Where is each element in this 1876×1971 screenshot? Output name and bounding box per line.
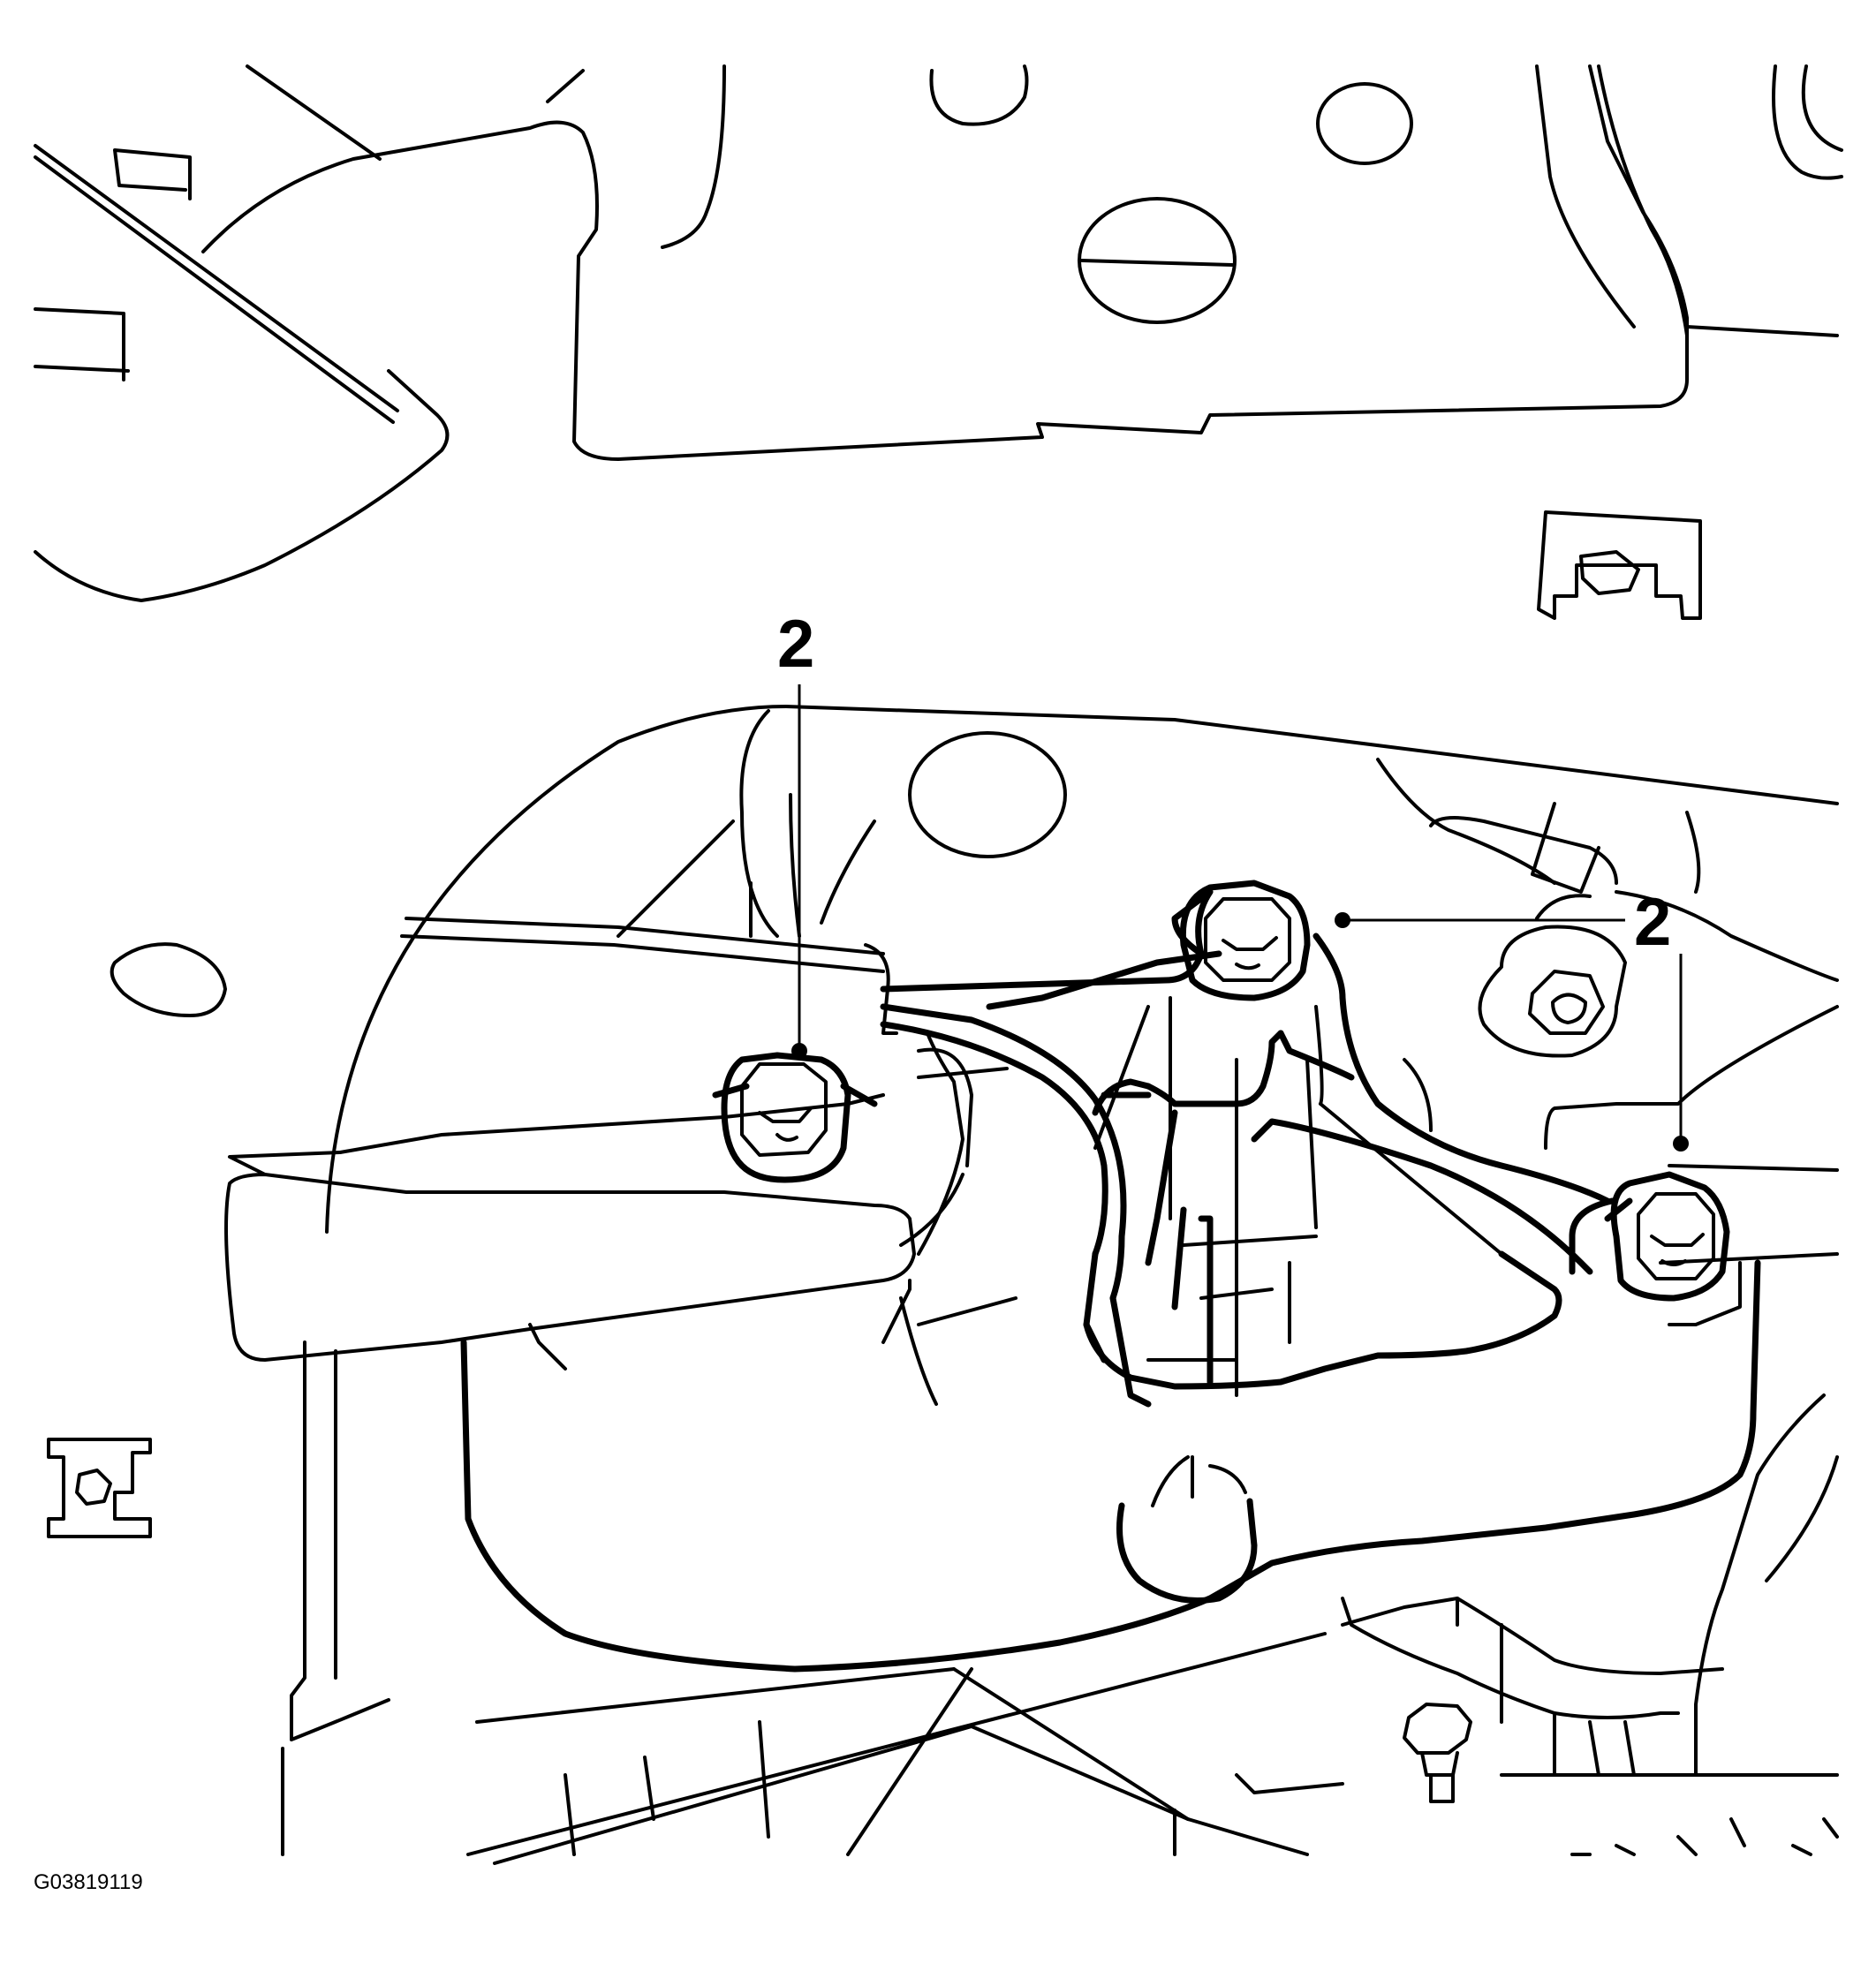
bolt-right bbox=[1604, 1171, 1730, 1302]
transmission-housing bbox=[325, 705, 1839, 1777]
figure-id: G03819119 bbox=[34, 1870, 143, 1894]
bolt-middle bbox=[1179, 880, 1311, 1001]
callout-label-bolt-middle: 2 bbox=[1634, 885, 1671, 960]
chassis-outline bbox=[34, 64, 1843, 1538]
callout-label-bolt-left: 2 bbox=[777, 607, 814, 682]
bolt-left bbox=[712, 1052, 878, 1183]
lower-frame bbox=[281, 1340, 1839, 1865]
engine-mount-outline bbox=[460, 888, 1761, 1673]
callout-leaders bbox=[791, 684, 1689, 1152]
mount-bracket-left-arm bbox=[224, 943, 1503, 1406]
